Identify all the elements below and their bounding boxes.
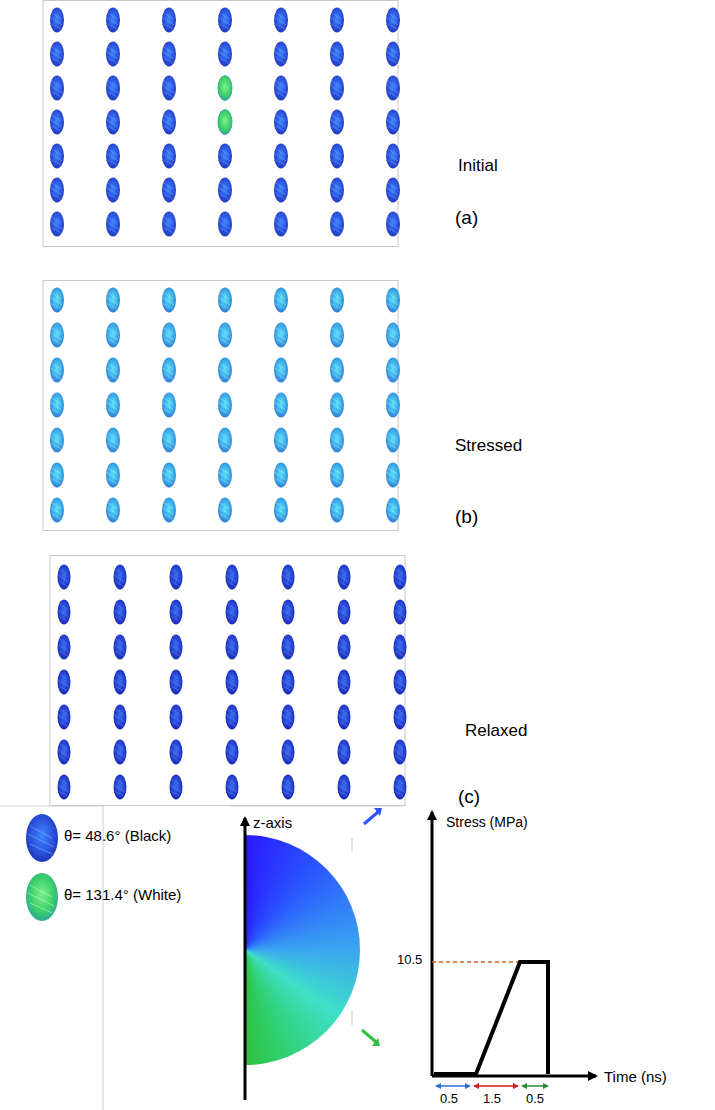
tick-value: 0.5 [526,1092,544,1107]
tick-value: 10.5 [397,953,422,968]
tick-value: 0.5 [440,1092,458,1107]
axis-label: Time (ns) [604,1068,667,1085]
panel-letter: (b) [455,506,478,528]
axis-label: Stress (MPa) [446,814,528,830]
legend-text: θ= 131.4° (White) [64,886,181,903]
panel-label: Relaxed [465,721,527,741]
legend-text: θ= 48.6° (Black) [64,827,171,844]
panel-letter: (a) [455,207,478,229]
panel-label: Stressed [455,436,522,456]
panel-letter: (c) [458,786,480,808]
tick-value: 1.5 [483,1092,501,1107]
panel-label: Initial [458,156,498,176]
axis-label: z-axis [253,814,292,831]
